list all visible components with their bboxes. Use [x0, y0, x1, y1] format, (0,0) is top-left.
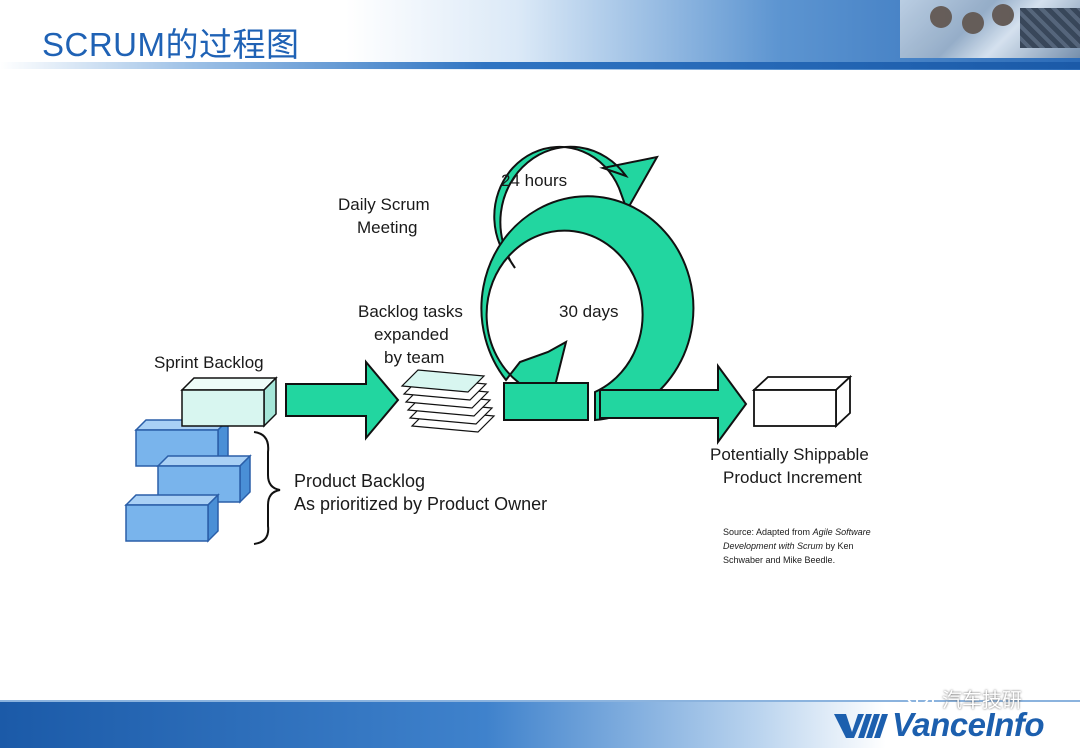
slide-title: SCRUM的过程图	[42, 26, 300, 63]
cycle-sprint-label: 30 days	[559, 302, 619, 321]
product-backlog-label-line2: As prioritized by Product Owner	[294, 494, 547, 514]
backlog-tasks-stack	[400, 369, 496, 433]
daily-cycle-arrow	[493, 145, 659, 269]
product-increment-box	[751, 374, 853, 429]
daily-scrum-label-line1: Daily Scrum	[338, 195, 430, 214]
daily-scrum-label-line2: Meeting	[357, 218, 417, 237]
source-text: Source: Adapted from	[723, 527, 813, 537]
person-figure	[992, 4, 1014, 26]
increment-label-line1: Potentially Shippable	[710, 445, 869, 464]
backlog-tasks-label-line1: Backlog tasks	[358, 302, 463, 321]
keyboard-image	[1020, 8, 1080, 48]
source-note-line2: Development with Scrum by Ken	[723, 541, 854, 551]
product-backlog-blocks	[124, 418, 252, 543]
wechat-watermark: 汽车技研	[906, 684, 1022, 713]
vanceinfo-logo: VanceInfo	[832, 706, 1044, 744]
source-book-title: Development with Scrum	[723, 541, 824, 551]
product-backlog-label-line1: Product Backlog	[294, 471, 425, 491]
source-book-title: Agile Software	[812, 527, 871, 537]
vanceinfo-logo-mark-icon	[834, 714, 888, 738]
header-rule	[0, 62, 1080, 69]
wechat-icon	[907, 687, 934, 708]
header-photo	[900, 0, 1080, 58]
source-note-line1: Source: Adapted from Agile Software	[723, 527, 871, 537]
sprint-backlog-label: Sprint Backlog	[154, 353, 264, 372]
source-text: by Ken	[823, 541, 854, 551]
entry-bar	[503, 382, 589, 421]
person-figure	[930, 6, 952, 28]
backlog-block	[124, 493, 220, 543]
cycle-daily-label: 24 hours	[501, 171, 567, 190]
backlog-tasks-label-line3: by team	[384, 348, 444, 367]
arrow-to-increment	[599, 362, 748, 446]
slide-footer	[0, 702, 1080, 748]
source-note-line3: Schwaber and Mike Beedle.	[723, 555, 835, 565]
wechat-account-name: 汽车技研	[942, 688, 1022, 712]
person-figure	[962, 12, 984, 34]
arrow-to-tasks	[285, 359, 400, 441]
vanceinfo-logo-text: VanceInfo	[892, 706, 1044, 743]
backlog-tasks-label-line2: expanded	[374, 325, 449, 344]
footer-rule	[0, 700, 1080, 702]
sprint-cycle-arrow	[480, 195, 695, 422]
sprint-backlog-box	[180, 376, 278, 428]
increment-label-line2: Product Increment	[723, 468, 862, 487]
product-backlog-brace	[253, 431, 281, 545]
